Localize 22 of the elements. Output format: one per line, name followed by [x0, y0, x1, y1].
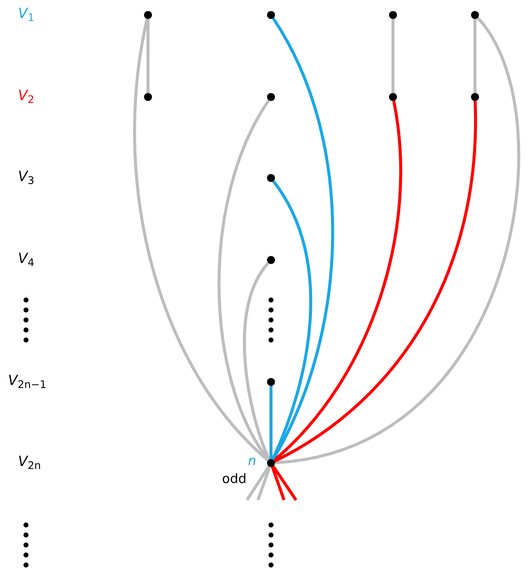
edge-line [246, 466, 270, 501]
edge-line [133, 18, 269, 462]
edge-line [242, 262, 271, 460]
edge-line [272, 465, 298, 501]
row-label: V$_{1}$ [18, 7, 34, 21]
edge-line [392, 19, 394, 93]
edge-line [270, 386, 272, 459]
edge-line [474, 19, 476, 93]
edge-line [274, 17, 520, 464]
edge-line [271, 180, 312, 460]
edge-line [274, 101, 477, 463]
parity-label: odd [222, 473, 246, 486]
edge-line [270, 466, 286, 500]
edge-line [273, 100, 402, 462]
row-label: V$_{2}$ [18, 89, 34, 103]
row-label: V$_{4}$ [18, 252, 34, 266]
row-label: V$_{2n−1}$ [8, 374, 46, 388]
row-label: V$_{2n}$ [18, 455, 41, 469]
vertex-label: n [248, 455, 256, 468]
edge-line [256, 466, 272, 500]
row-label: V$_{3}$ [18, 170, 34, 184]
edge-line [146, 19, 150, 93]
